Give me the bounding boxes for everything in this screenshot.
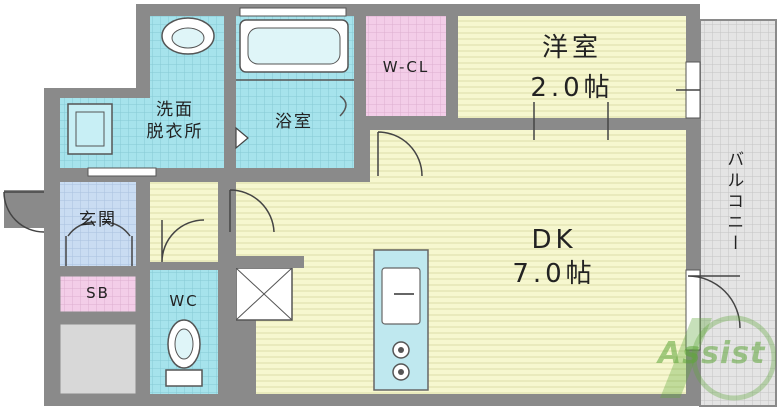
- bath-label: 浴室: [275, 112, 313, 132]
- closet-label: W-CL: [382, 58, 430, 76]
- entrance-label: 玄関: [79, 210, 117, 230]
- toilet-tank: [165, 369, 203, 387]
- hall-floor: [150, 182, 218, 262]
- toilet-label: WC: [169, 292, 199, 310]
- entrance-floor: [60, 182, 136, 266]
- storage-floor: [59, 323, 137, 395]
- western-room-floor: [458, 16, 686, 118]
- windows: [87, 7, 701, 351]
- washroom-label-line1: 洗面: [156, 100, 194, 120]
- door-swings: [3, 131, 741, 329]
- assist-logo-text: Assist: [658, 336, 766, 371]
- balcony-area: [699, 19, 777, 407]
- dk-room-size: 7.0帖: [512, 259, 596, 289]
- dk-room-name: DK: [531, 225, 577, 255]
- closet-floor: [366, 16, 446, 116]
- assist-logo-icon: [660, 315, 776, 401]
- interior-walls: [60, 16, 686, 394]
- western-room-name: 洋室: [541, 33, 602, 63]
- washroom-label-line2: 脱衣所: [146, 122, 204, 142]
- balcony-label: バルコニー: [723, 150, 744, 255]
- shoe-box-label: SB: [86, 284, 110, 302]
- kitchen-sink: [381, 267, 421, 325]
- western-room-size: 2.0帖: [530, 73, 614, 103]
